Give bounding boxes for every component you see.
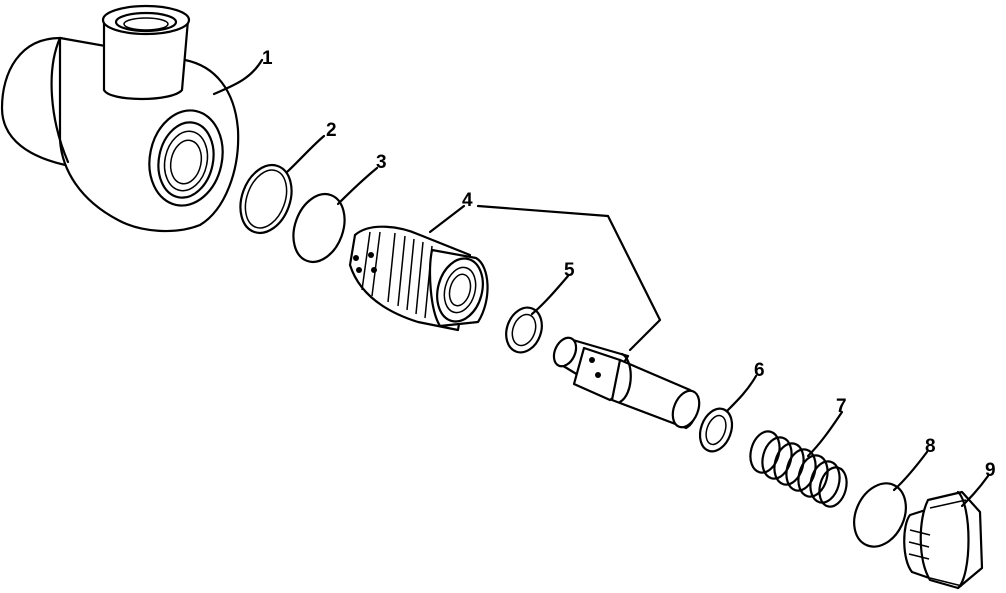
callout-3: 3 (376, 152, 387, 173)
leader-4b (476, 204, 662, 352)
leader-5 (530, 274, 570, 316)
callout-2: 2 (326, 120, 337, 141)
part-8-o-ring (853, 482, 907, 548)
leader-4a (428, 204, 466, 234)
leader-1 (212, 58, 264, 96)
leader-8 (892, 450, 929, 492)
callout-4: 4 (462, 190, 473, 211)
part-9-hex-plug (903, 490, 984, 590)
callout-8: 8 (925, 436, 936, 457)
callout-5: 5 (564, 260, 575, 281)
part-4-spool (552, 336, 701, 430)
part-3-o-ring (292, 193, 346, 263)
leader-6 (726, 374, 758, 412)
leader-3 (336, 166, 379, 206)
part-4-cartridge-body (348, 225, 489, 332)
callout-6: 6 (754, 360, 765, 381)
part-2-o-ring (239, 164, 293, 234)
part-7-spring (749, 430, 848, 508)
callout-9: 9 (985, 460, 996, 481)
leader-2 (285, 134, 326, 174)
part-5-backup-ring (505, 306, 543, 354)
callout-7: 7 (836, 396, 847, 417)
leader-9 (960, 474, 990, 508)
callout-labels: 1 2 3 4 5 6 7 8 9 (262, 48, 996, 481)
callout-1: 1 (262, 48, 273, 69)
part-1-tee-body (0, 4, 240, 233)
part-6-backup-ring (698, 407, 734, 453)
leader-lines (212, 58, 990, 508)
leader-7 (806, 410, 844, 458)
